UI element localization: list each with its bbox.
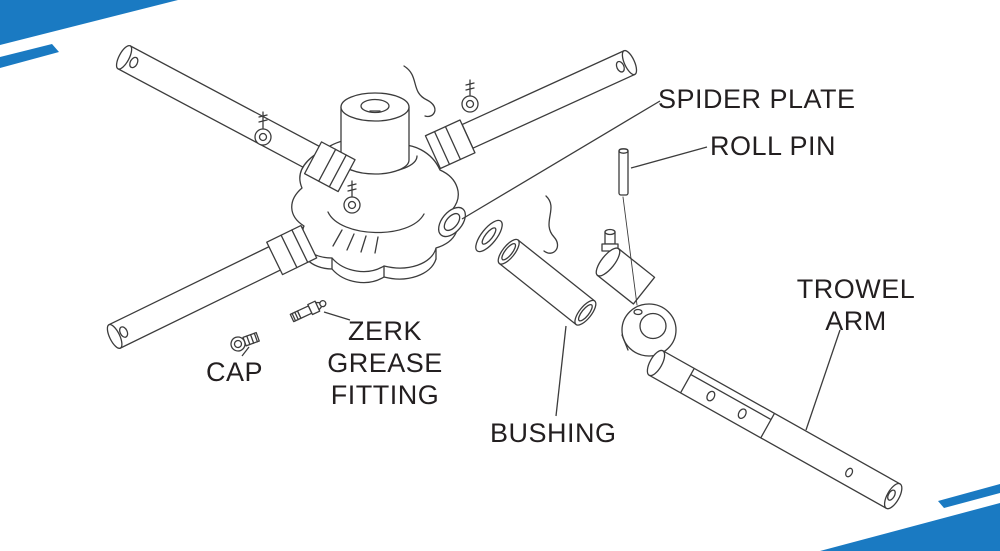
clamp-bolt-upper-left <box>254 111 272 146</box>
retaining-clip-right-drawing <box>543 195 559 254</box>
leader-trowel-arm <box>805 329 841 431</box>
arm-lower-left-drawing <box>106 244 285 349</box>
corner-accent-top-left-stripe <box>0 44 59 68</box>
leader-bushing <box>555 325 567 417</box>
clamp-upper-right-drawing <box>424 119 476 170</box>
label-zerk-grease-fitting: ZERK GREASE FITTING <box>327 316 443 410</box>
label-bushing: BUSHING <box>490 418 617 448</box>
trowel-arm-drawing <box>646 349 903 510</box>
corner-accent-bottom-right-stripe <box>938 484 1000 508</box>
clamp-bolt-lower <box>343 180 361 214</box>
bushing-drawing <box>497 238 597 326</box>
clamp-bolt-upper-right <box>461 79 479 113</box>
spider-plate-bore <box>438 206 466 238</box>
clamp-upper-left-drawing <box>303 141 356 193</box>
roll-pin-drawing <box>618 148 638 306</box>
arm-upper-left-drawing <box>115 44 322 171</box>
label-roll-pin: ROLL PIN <box>710 131 837 161</box>
leader-zerk-fitting <box>323 311 351 321</box>
leader-spider-plate <box>461 100 661 220</box>
corner-accent-top-left <box>0 0 178 45</box>
label-spider-plate: SPIDER PLATE <box>658 84 856 114</box>
label-trowel-arm: TROWEL ARM <box>796 274 916 336</box>
washer-drawing <box>475 219 503 253</box>
yoke-drawing <box>595 228 677 357</box>
hub-drawing <box>332 92 418 175</box>
leader-roll-pin <box>630 146 708 169</box>
clamp-lower-left-drawing <box>266 224 318 276</box>
retaining-clip-top-drawing <box>403 65 436 118</box>
label-cap: CAP <box>206 357 264 387</box>
corner-accent-bottom-right <box>820 503 1000 551</box>
arm-upper-right-drawing <box>461 49 638 149</box>
leader-cap <box>241 346 250 357</box>
cap-drawing <box>230 331 260 352</box>
zerk-fitting-drawing <box>289 299 327 323</box>
